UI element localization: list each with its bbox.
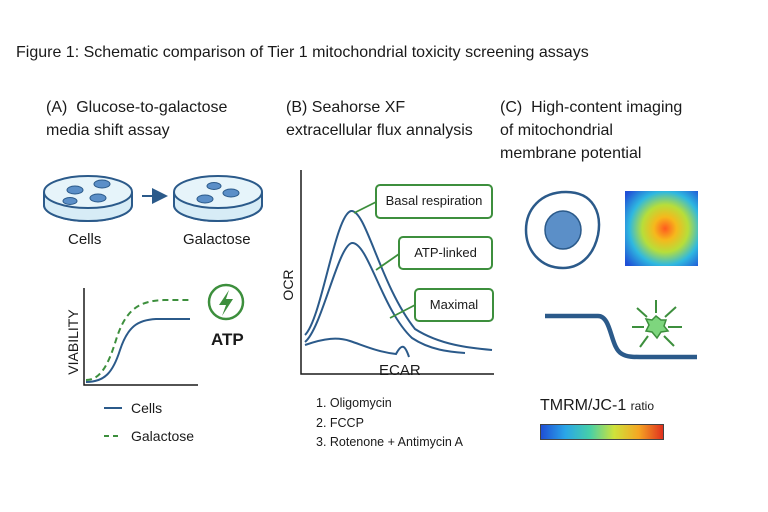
ocr-axis-label: OCR — [280, 269, 296, 301]
injection-steps: 1. Oligomycin 2. FCCP 3. Rotenone + Anti… — [316, 394, 463, 453]
ecar-axis-label: ECAR — [379, 362, 421, 379]
panel-c-title-line3: membrane potential — [500, 145, 642, 162]
callout-box-basal — [375, 184, 493, 219]
legend-label-cells: Cells — [131, 400, 163, 416]
basal-curve — [304, 337, 410, 358]
ratio-label-suffix: ratio — [630, 399, 655, 413]
lightning-icon — [207, 283, 245, 321]
callout-maximal: Maximal — [429, 297, 479, 312]
fluorescence-heatmap — [625, 191, 698, 266]
membrane-potential-trace — [545, 313, 697, 360]
callout-box-atp — [398, 236, 493, 270]
dish-label-cells: Cells — [68, 231, 102, 248]
panel-a-title-line1: (A) Glucose-to-galactose — [46, 99, 228, 116]
figure-title: Figure 1: Schematic comparison of Tier 1… — [16, 44, 589, 61]
step-fccp: 2. FCCP — [316, 415, 364, 430]
petri-dish-galactose — [173, 175, 263, 222]
ratio-label-main: TMRM/JC-1 — [540, 397, 627, 414]
callout-basal-respiration: Basal respiration — [385, 193, 483, 208]
cells-curve — [85, 318, 190, 383]
callout-atp-linked: ATP-linked — [414, 245, 477, 260]
step-oligomycin: 1. Oligomycin — [316, 396, 392, 410]
viability-axis-label: VIABILITY — [65, 309, 81, 375]
petri-dish-cells — [43, 175, 133, 222]
atp-linked-curve — [304, 241, 466, 354]
callout-leader-atp — [375, 253, 400, 271]
callout-leader-basal — [353, 201, 377, 214]
seahorse-axes — [300, 170, 494, 375]
maximal-curve — [304, 210, 493, 351]
panel-b-title-line1: (B) Seahorse XF — [286, 99, 406, 116]
panel-c-title-line1: (C) High-content imaging — [500, 99, 683, 116]
cell-icon — [524, 190, 601, 270]
panel-b-title-line2: extracellular flux annalysis — [286, 122, 473, 139]
dish-label-galactose: Galactose — [183, 231, 251, 248]
panel-b-title: (B) Seahorse XF extracellular flux annal… — [286, 96, 473, 142]
callout-leader-maximal — [389, 304, 416, 319]
galactose-curve — [85, 299, 190, 381]
ratio-colorbar — [540, 424, 664, 440]
viability-plot — [83, 288, 198, 386]
panel-a-title: (A) Glucose-to-galactose media shift ass… — [46, 96, 227, 142]
mitochondria-burst-icon — [632, 300, 682, 348]
legend-label-galactose: Galactose — [131, 428, 195, 444]
panel-c-title-line2: of mitochondrial — [500, 122, 613, 139]
step-rotenone-antimycin: 3. Rotenone + Antimycin A — [316, 435, 463, 449]
atp-label: ATP — [211, 330, 244, 349]
seahorse-plot — [300, 170, 494, 375]
callout-box-maximal — [414, 288, 494, 322]
panel-a-title-line2: media shift assay — [46, 122, 170, 139]
viability-axes — [83, 288, 198, 386]
panel-c-title: (C) High-content imaging of mitochondria… — [500, 96, 682, 165]
ratio-label: TMRM/JC-1 ratio — [540, 397, 654, 415]
